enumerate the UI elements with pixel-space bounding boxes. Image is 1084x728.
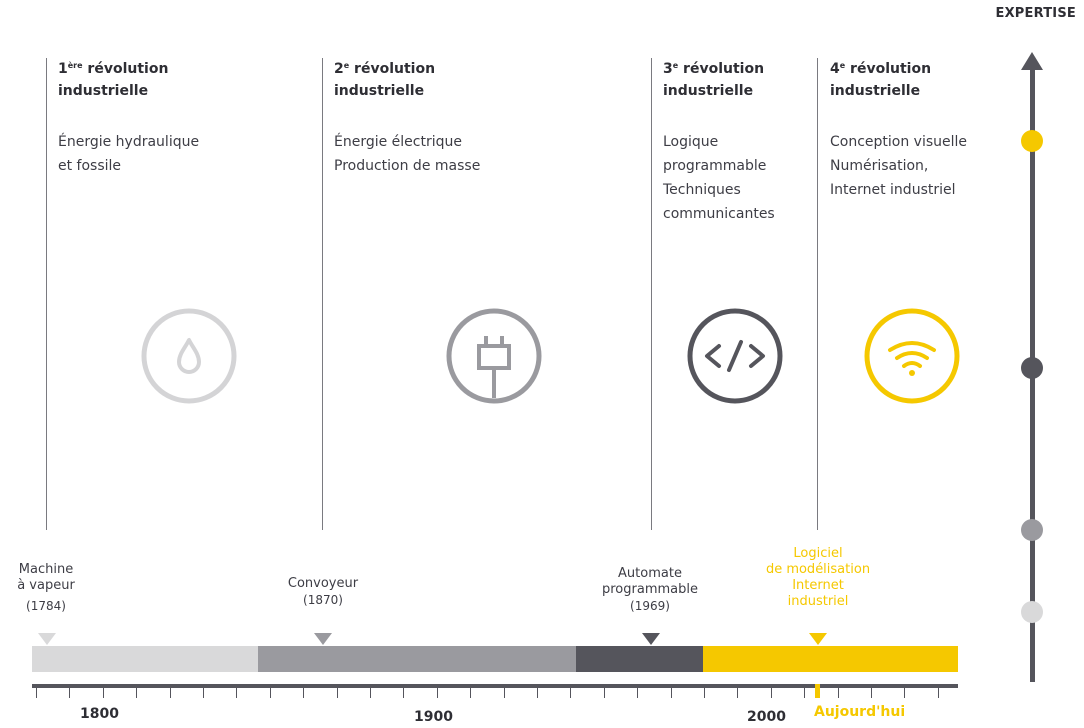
revolution-4-divider	[817, 58, 818, 530]
today-marker	[815, 684, 820, 698]
axis-tick	[938, 684, 939, 698]
timeline-segment-4	[703, 646, 958, 672]
axis-tick	[804, 684, 805, 698]
event-plc-year: (1969)	[630, 599, 670, 613]
revolution-2-description: Énergie électrique Production de masse	[334, 134, 481, 174]
axis-tick	[236, 684, 237, 698]
expertise-label: EXPERTISE	[995, 6, 1076, 21]
timeline-segment-3	[576, 646, 703, 672]
water-drop-icon	[141, 308, 237, 404]
event-conveyor-year: (1870)	[303, 593, 343, 607]
axis-tick	[704, 684, 705, 698]
expertise-level-4-dot	[1021, 130, 1043, 152]
revolution-4-description: Conception visuelle Numérisation, Intern…	[830, 134, 968, 198]
event-plc-marker	[642, 633, 660, 645]
axis-tick	[737, 684, 738, 698]
timeline-axis	[32, 684, 958, 688]
revolution-4-title: 4e révolution industrielle	[830, 61, 932, 99]
axis-tick	[103, 684, 104, 698]
revolution-3-description: Logique programmable Techniques communic…	[663, 134, 775, 222]
axis-tick	[904, 684, 905, 698]
revolution-2-title: 2e révolution industrielle	[334, 61, 436, 99]
timeline-segment-2	[258, 646, 576, 672]
axis-tick	[303, 684, 304, 698]
event-steam-engine-marker	[38, 633, 56, 645]
wifi-icon	[864, 308, 960, 404]
revolution-2-divider	[322, 58, 323, 530]
axis-tick	[136, 684, 137, 698]
event-conveyor-marker	[314, 633, 332, 645]
axis-tick	[771, 684, 772, 698]
revolution-3-title: 3e révolution industrielle	[663, 61, 765, 99]
axis-tick	[337, 684, 338, 698]
axis-tick	[270, 684, 271, 698]
revolution-1-title: 1ère révolution industrielle	[58, 61, 169, 99]
axis-tick	[470, 684, 471, 698]
power-plug-icon	[446, 308, 542, 404]
axis-tick	[838, 684, 839, 698]
axis-tick	[504, 684, 505, 698]
year-label-1900: 1900	[414, 709, 453, 725]
axis-tick	[637, 684, 638, 698]
expertise-level-3-dot	[1021, 357, 1043, 379]
event-conveyor-label: Convoyeur	[287, 576, 359, 591]
revolution-1-divider	[46, 58, 47, 530]
axis-tick	[437, 684, 438, 698]
expertise-level-2-dot	[1021, 519, 1043, 541]
axis-tick	[570, 684, 571, 698]
axis-tick	[604, 684, 605, 698]
revolution-1-description: Énergie hydraulique et fossile	[58, 134, 200, 174]
axis-tick	[537, 684, 538, 698]
event-plc-label: Automate programmable	[602, 566, 698, 597]
event-software-label: Logiciel de modélisation Internet indust…	[765, 546, 871, 609]
revolution-3-divider	[651, 58, 652, 530]
axis-tick	[671, 684, 672, 698]
timeline-segment-1	[32, 646, 258, 672]
axis-tick	[36, 684, 37, 698]
axis-tick	[203, 684, 204, 698]
code-brackets-icon	[687, 308, 783, 404]
expertise-level-1-dot	[1021, 601, 1043, 623]
axis-tick	[370, 684, 371, 698]
event-software-marker	[809, 633, 827, 645]
year-label-2000: 2000	[747, 709, 786, 725]
axis-tick	[871, 684, 872, 698]
expertise-axis-arrow-icon	[1021, 52, 1043, 70]
axis-tick	[69, 684, 70, 698]
event-steam-engine-year: (1784)	[26, 599, 66, 613]
axis-tick	[170, 684, 171, 698]
event-steam-engine-label: Machine à vapeur	[17, 562, 75, 593]
axis-tick	[403, 684, 404, 698]
year-label-1800: 1800	[80, 706, 119, 722]
today-label: Aujourd'hui	[814, 704, 906, 720]
